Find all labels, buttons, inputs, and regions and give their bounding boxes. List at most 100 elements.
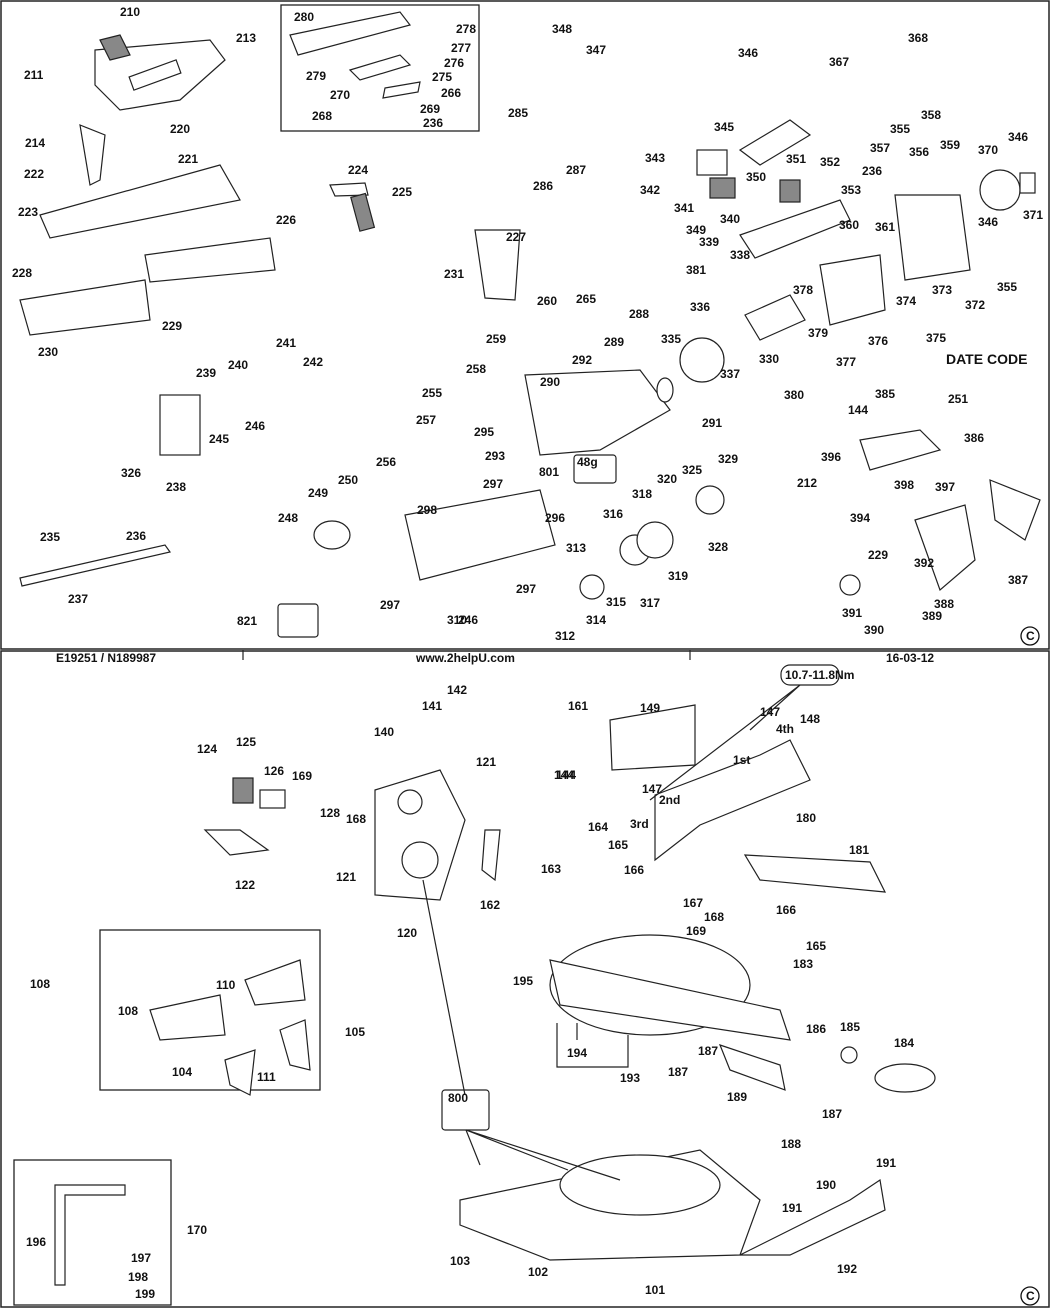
part-label-bottom-102: 102 (528, 1265, 548, 1279)
part-label-top-353: 353 (841, 183, 861, 197)
part-label-top-375: 375 (926, 331, 946, 345)
part-label-top-repeat-229: 229 (868, 548, 888, 562)
part-label-top-220: 220 (170, 122, 190, 136)
part-label-bottom-191: 191 (876, 1156, 896, 1170)
part-label-top-292: 292 (572, 353, 592, 367)
part-label-top-390: 390 (864, 623, 884, 637)
tightening-order-2nd: 2nd (659, 793, 680, 807)
callout-801-weight: 48g (577, 455, 598, 469)
part-label-top-290: 290 (540, 375, 560, 389)
part-label-bottom-repeat-169: 169 (292, 769, 312, 783)
part-label-top-241: 241 (276, 336, 296, 350)
part-label-top-320: 320 (657, 472, 677, 486)
copyright-symbol (1020, 626, 1040, 646)
part-label-top-256: 256 (376, 455, 396, 469)
part-label-top-349: 349 (686, 223, 706, 237)
part-label-top-372: 372 (965, 298, 985, 312)
part-label-top-361: 361 (875, 220, 895, 234)
part-label-top-210: 210 (120, 5, 140, 19)
part-label-top-291: 291 (702, 416, 722, 430)
date-code-label: DATE CODE (946, 351, 1027, 367)
part-label-bottom-192: 192 (837, 1262, 857, 1276)
part-label-top-repeat-246: 246 (458, 613, 478, 627)
part-label-bottom-142: 142 (447, 683, 467, 697)
part-label-bottom-169: 169 (686, 924, 706, 938)
part-label-top-387: 387 (1008, 573, 1028, 587)
part-label-top-212: 212 (797, 476, 817, 490)
part-label-top-223: 223 (18, 205, 38, 219)
part-label-top-310: 310 (447, 613, 467, 627)
part-label-top-repeat-236: 236 (423, 116, 443, 130)
part-label-top-293: 293 (485, 449, 505, 463)
part-label-top-242: 242 (303, 355, 323, 369)
part-label-bottom-167: 167 (683, 896, 703, 910)
part-label-top-257: 257 (416, 413, 436, 427)
part-label-top-388: 388 (934, 597, 954, 611)
part-label-top-237: 237 (68, 592, 88, 606)
part-label-top-277: 277 (451, 41, 471, 55)
part-label-top-385: 385 (875, 387, 895, 401)
part-label-bottom-162: 162 (480, 898, 500, 912)
part-label-top-313: 313 (566, 541, 586, 555)
part-label-bottom-repeat-144: 144 (554, 768, 574, 782)
part-label-top-355: 355 (890, 122, 910, 136)
part-label-top-repeat-346: 346 (1008, 130, 1028, 144)
part-label-bottom-180: 180 (796, 811, 816, 825)
part-label-top-269: 269 (420, 102, 440, 116)
part-label-bottom-149: 149 (640, 701, 660, 715)
part-label-top-226: 226 (276, 213, 296, 227)
part-label-bottom-194: 194 (567, 1046, 587, 1060)
part-label-top-230: 230 (38, 345, 58, 359)
part-label-bottom-196: 196 (26, 1235, 46, 1249)
tightening-order-1st: 1st (733, 753, 750, 767)
part-label-bottom-repeat-165: 165 (806, 939, 826, 953)
part-label-top-356: 356 (909, 145, 929, 159)
part-label-bottom-165: 165 (608, 838, 628, 852)
part-label-bottom-181: 181 (849, 843, 869, 857)
part-label-top-326: 326 (121, 466, 141, 480)
part-label-top-330: 330 (759, 352, 779, 366)
part-label-bottom-128: 128 (320, 806, 340, 820)
part-label-bottom-170: 170 (187, 1223, 207, 1237)
part-label-top-394: 394 (850, 511, 870, 525)
part-label-top-337: 337 (720, 367, 740, 381)
part-label-top-231: 231 (444, 267, 464, 281)
part-label-top-240: 240 (228, 358, 248, 372)
part-label-top-821: 821 (237, 614, 257, 628)
part-label-bottom-140: 140 (374, 725, 394, 739)
part-label-top-245: 245 (209, 432, 229, 446)
part-label-bottom-repeat-108: 108 (118, 1004, 138, 1018)
part-label-top-246: 246 (245, 419, 265, 433)
part-label-bottom-110: 110 (216, 978, 236, 992)
part-label-bottom-125: 125 (236, 735, 256, 749)
part-label-bottom-repeat-168: 168 (346, 812, 366, 826)
part-label-bottom-166: 166 (624, 863, 644, 877)
part-label-top-298: 298 (417, 503, 437, 517)
part-label-bottom-161: 161 (568, 699, 588, 713)
part-label-top-280: 280 (294, 10, 314, 24)
tightening-order-3rd: 3rd (630, 817, 649, 831)
part-label-top-315: 315 (606, 595, 626, 609)
separator-website: www.2helpU.com (415, 651, 515, 665)
part-label-top-381: 381 (686, 263, 706, 277)
part-label-top-repeat-346: 346 (978, 215, 998, 229)
part-label-top-314: 314 (586, 613, 606, 627)
part-label-bottom-repeat-147: 147 (642, 782, 662, 796)
part-label-top-repeat-236: 236 (862, 164, 882, 178)
part-label-top-236: 236 (126, 529, 146, 543)
part-label-top-250: 250 (338, 473, 358, 487)
part-label-bottom-186: 186 (806, 1022, 826, 1036)
part-label-bottom-124: 124 (197, 742, 217, 756)
part-label-top-398: 398 (894, 478, 914, 492)
part-label-top-221: 221 (178, 152, 198, 166)
part-label-top-325: 325 (682, 463, 702, 477)
part-label-top-396: 396 (821, 450, 841, 464)
part-label-top-214: 214 (25, 136, 45, 150)
part-label-bottom-147: 147 (760, 705, 780, 719)
part-label-bottom-108: 108 (30, 977, 50, 991)
copyright-letter: C (1026, 629, 1035, 643)
part-label-top-312: 312 (555, 629, 575, 643)
part-label-top-317: 317 (640, 596, 660, 610)
part-label-bottom-repeat-121: 121 (336, 870, 356, 884)
